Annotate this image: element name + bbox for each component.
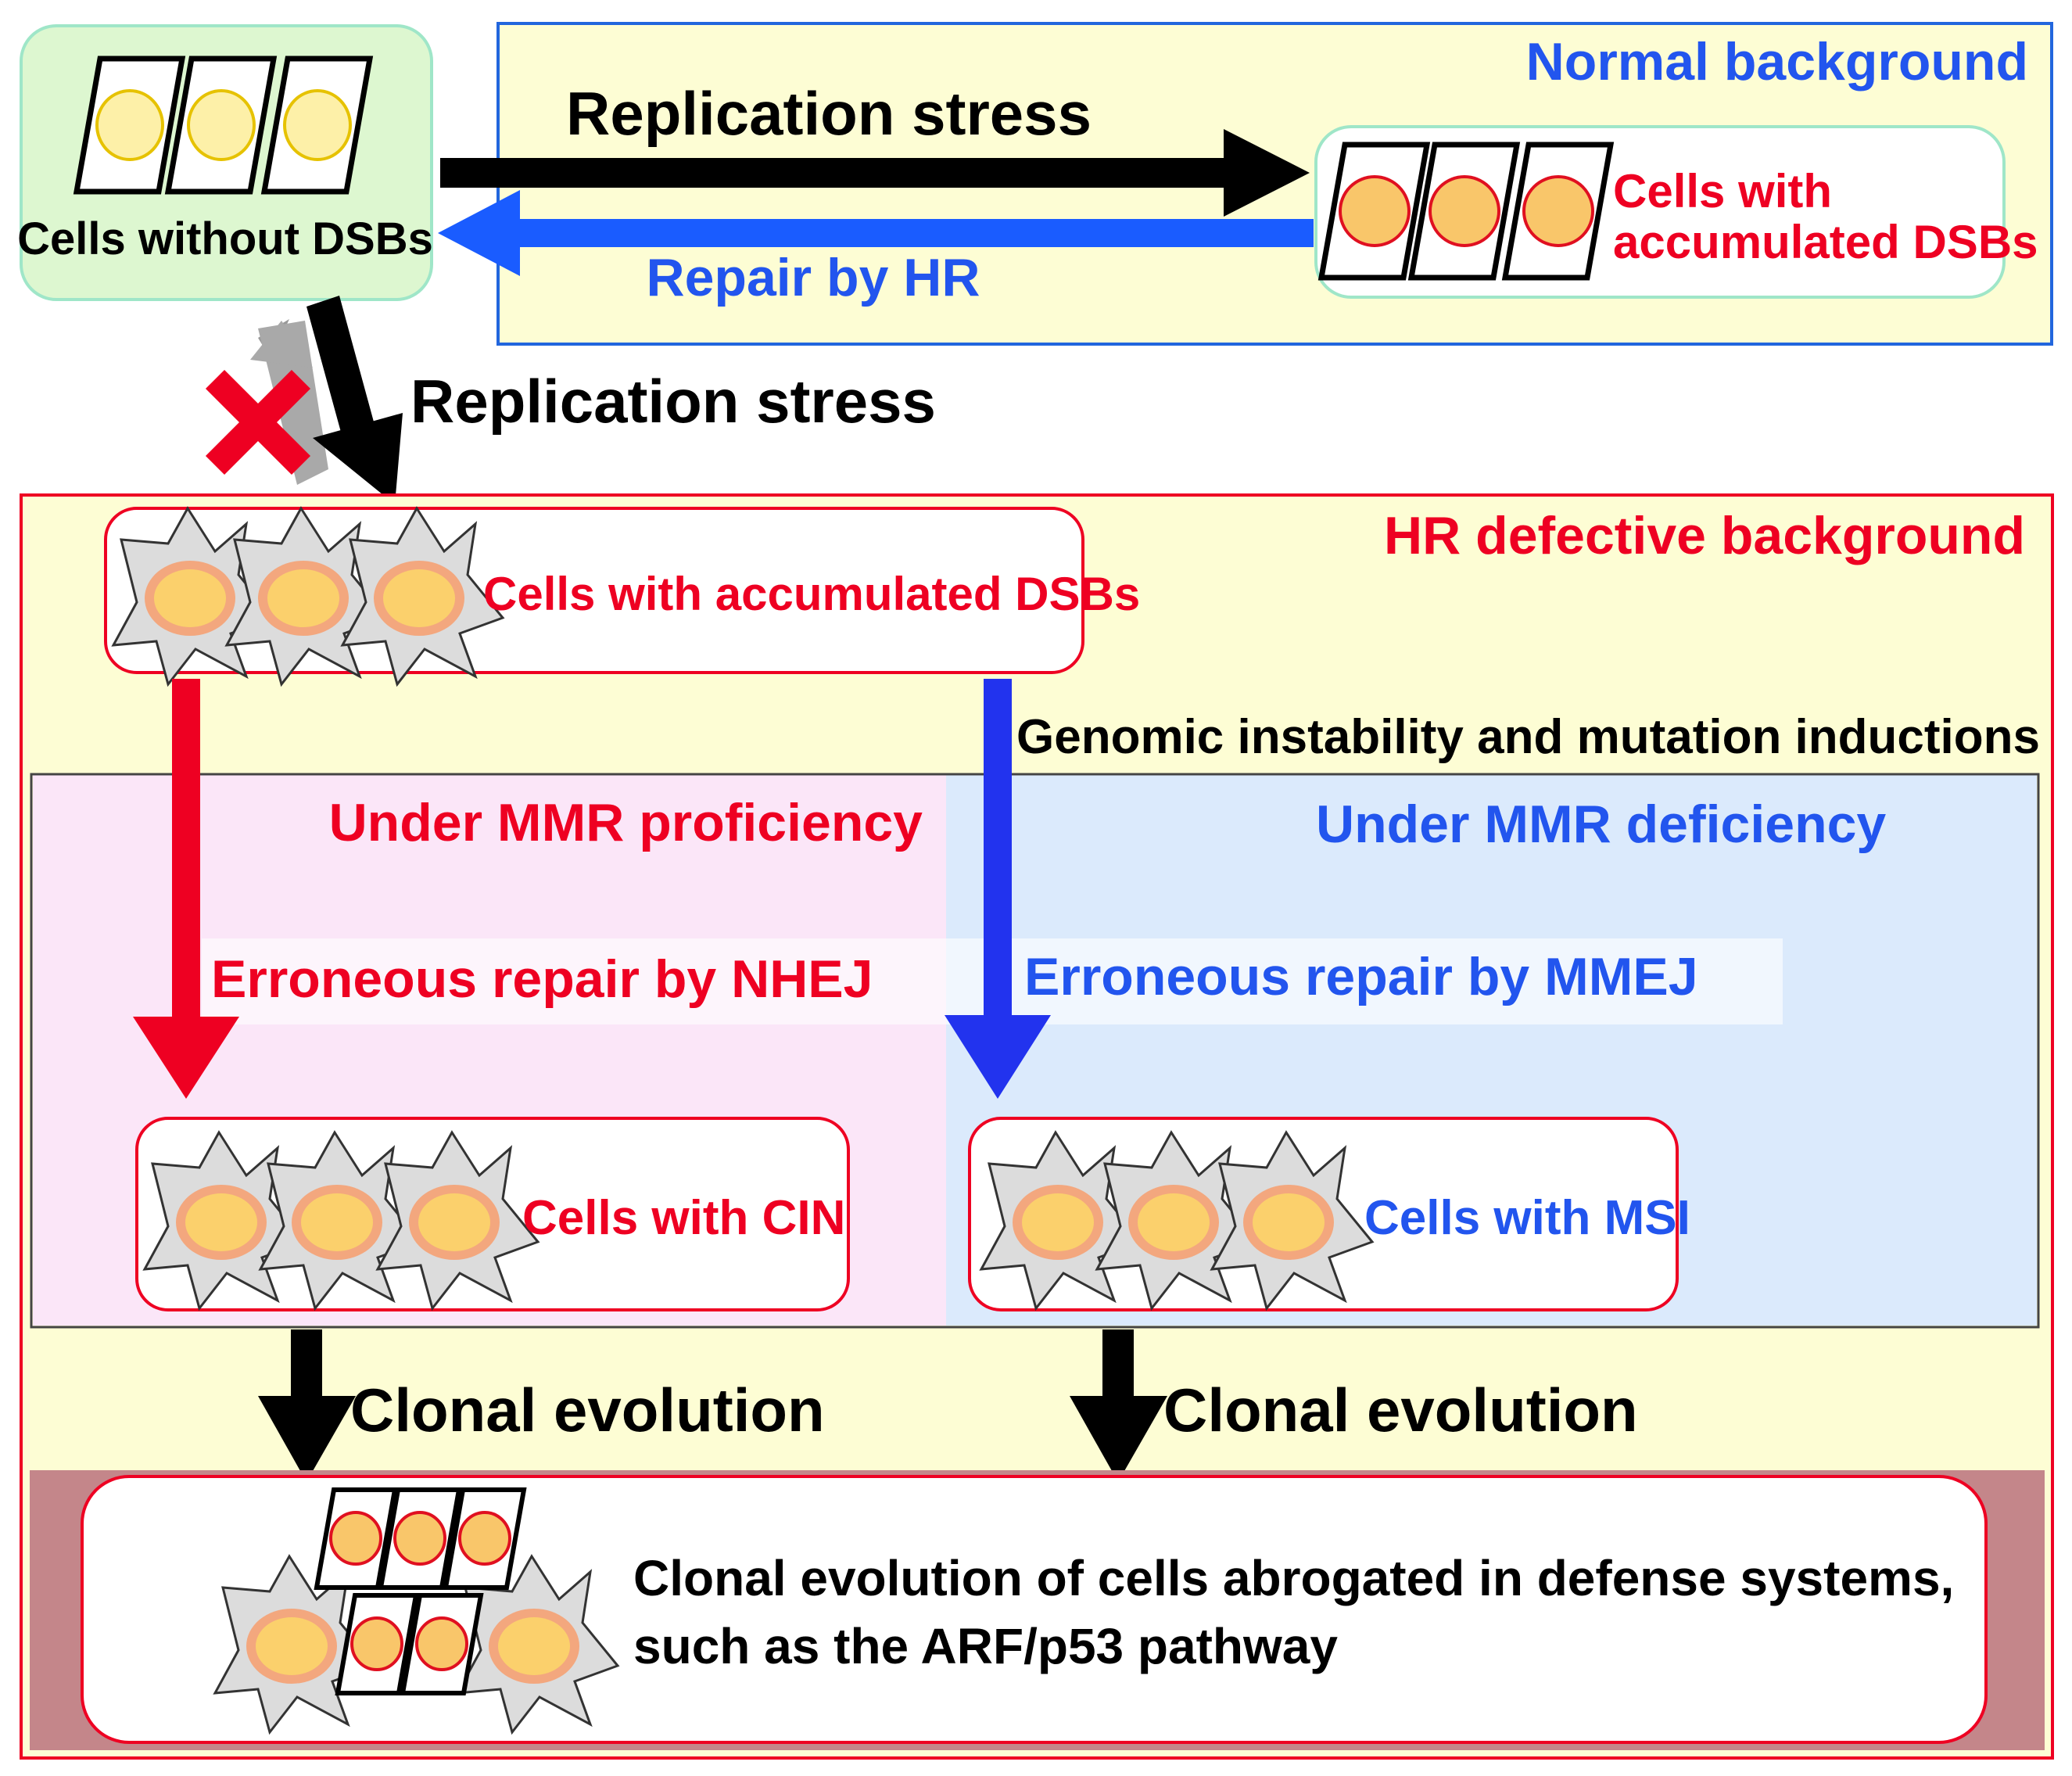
cells-with-cin-label: Cells with CIN [522,1191,845,1245]
erroneous-mmej-label: Erroneous repair by MMEJ [1024,947,1698,1006]
under-mmr-proficiency-label: Under MMR proficiency [329,793,923,852]
repair-by-hr-label: Repair by HR [647,248,980,307]
clonal-evolution-right-arrow [1070,1329,1167,1482]
cells-accumulated-dsbs-hr-label: Cells with accumulated DSBs [483,568,1140,620]
replication-stress-top-label: Replication stress [566,79,1092,148]
mmej-arrow [945,679,1051,1099]
under-mmr-deficiency-label: Under MMR deficiency [1316,795,1886,854]
cells-with-label-line2: accumulated DSBs [1613,216,2038,268]
clonal-evolution-left-label: Clonal evolution [350,1376,825,1444]
cells-without-dsbs-label: Cells without DSBs [17,213,433,264]
clonal-evolution-left-arrow [258,1329,356,1482]
normal-background-title: Normal background [1526,32,2028,91]
repair-by-hr-arrow [438,190,1314,276]
nhej-arrow [133,679,239,1099]
cell-group-without-dsbs [77,59,370,192]
replication-stress-mid-label: Replication stress [410,367,936,436]
cell-group-accumulated-dsbs-normal [1321,145,1611,278]
mmr-panels-border [30,773,2040,1329]
replication-stress-arrow [440,129,1310,217]
red-x-icon [205,369,311,475]
replication-stress-down-arrow [306,296,403,504]
erroneous-nhej-label: Erroneous repair by NHEJ [211,949,873,1009]
final-outcome-line2: such as the ARF/p53 pathway [633,1618,1338,1674]
clonal-evolution-right-label: Clonal evolution [1163,1376,1638,1444]
final-outcome-line1: Clonal evolution of cells abrogated in d… [633,1550,1954,1606]
cells-with-msi-label: Cells with MSI [1364,1191,1690,1245]
hr-defective-background-title: HR defective background [1384,506,2025,565]
genomic-instability-label: Genomic instability and mutation inducti… [1016,710,2040,764]
cells-with-label-line1: Cells with [1613,165,1832,217]
